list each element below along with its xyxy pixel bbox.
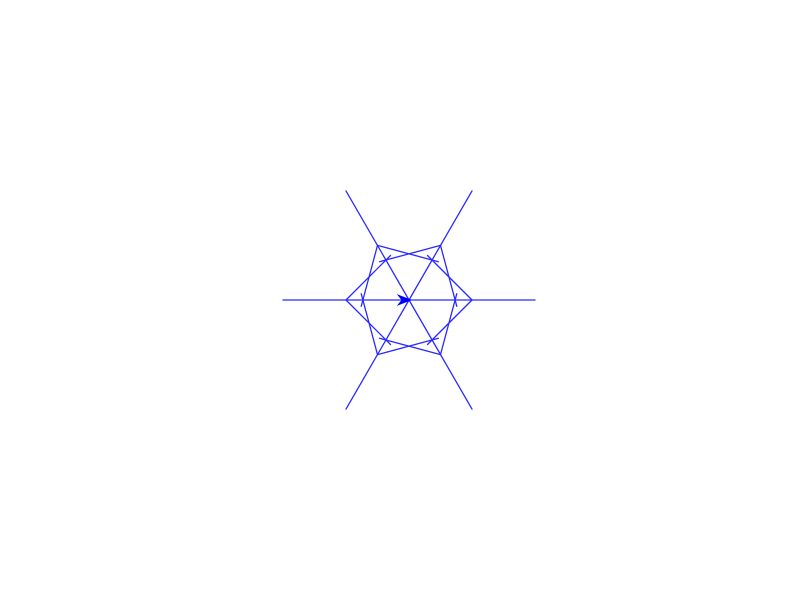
snowflake-arm-3-branch-1 [376, 244, 440, 263]
turtle-cursor-icon [396, 294, 413, 306]
snowflake-arm-4-branch-1 [345, 254, 392, 301]
snowflake-arm-6-branch-2 [439, 293, 458, 356]
snowflake-arms [282, 190, 536, 410]
snowflake-arm-6-branch-1 [378, 337, 442, 356]
snowflake-arm-2-branch-1 [439, 244, 458, 307]
snowflake-arm-5-branch-1 [360, 293, 379, 356]
